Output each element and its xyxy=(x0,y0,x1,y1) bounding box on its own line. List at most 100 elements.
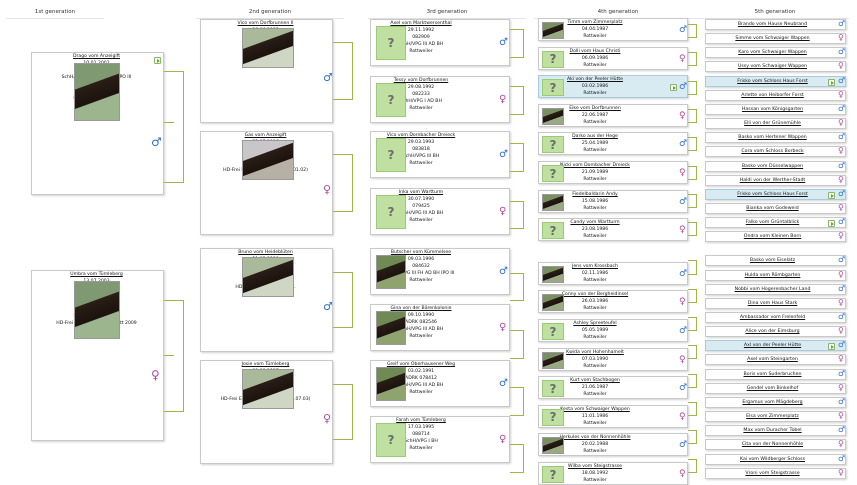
dog-name-link[interactable]: Aki von der Peeler Hütte xyxy=(566,77,624,83)
gen5-card[interactable]: Hulda vom Römbgarten♀ xyxy=(705,269,846,281)
dog-name-link[interactable]: Vico vom Dornbacher Dreieck xyxy=(386,133,456,138)
play-icon[interactable] xyxy=(828,191,835,199)
gen5-card[interactable]: Dina vom Haus Stark♀ xyxy=(705,297,846,309)
gen5-card[interactable]: Cita von der Nonnenhöhle♀ xyxy=(705,439,846,451)
dog-name-link[interactable]: Cora vom Schloss Borbeck xyxy=(741,149,804,155)
dog-name-link[interactable]: Falko vom Grüntalblick xyxy=(745,220,800,226)
dog-name-link[interactable]: Brando vom Hause Neubrand xyxy=(737,22,808,27)
dog-name-link[interactable]: Kai vom Wildberger Schloss xyxy=(739,456,806,462)
gen5-card[interactable]: Axl von der Peeler Hütte♂ xyxy=(705,340,846,352)
gen5-card[interactable]: Alice von der Eimsburg♀ xyxy=(705,326,846,338)
dog-name-link[interactable]: Ergamus vom Mägdeberg xyxy=(742,399,803,405)
gen1-card[interactable]: Umbra vom Tümleberg13.07.2003ADRK 108418… xyxy=(31,270,164,441)
dog-name-link[interactable]: Gas vom Anzeigift xyxy=(244,133,287,138)
dog-name-link[interactable]: Wilba vom Steigstrasse xyxy=(568,464,622,469)
gen5-card[interactable]: Cora vom Schloss Borbeck♀ xyxy=(705,146,846,158)
dog-name-link[interactable]: Jens vom Krossbach xyxy=(572,263,618,269)
dog-name-link[interactable]: Karo vom Schwaiger Wappen xyxy=(738,50,807,56)
dog-name-link[interactable]: Nobbi vom Hogerenbacher Land xyxy=(734,286,811,292)
dog-name-link[interactable]: Timm vom Zimmerplatz xyxy=(567,20,623,25)
gen5-card[interactable]: Kai vom Wildberger Schloss♂ xyxy=(705,453,846,465)
play-icon[interactable] xyxy=(154,57,161,64)
gen5-card[interactable]: Vroni vom Steigstrasse♀ xyxy=(705,467,846,479)
gen5-card[interactable]: Axel vom Steingarten♀ xyxy=(705,354,846,366)
dog-name-link[interactable]: Haldi von der Werther-Stadt xyxy=(739,177,806,183)
dog-name-link[interactable]: Ussy vom Schwaiger Wappen xyxy=(737,64,808,70)
dog-name-link[interactable]: Candy vom Wartturm xyxy=(570,220,620,226)
gen5-card[interactable]: Ambassador vom Frelenfeld♂ xyxy=(705,312,846,323)
dog-name-link[interactable]: Kesta vom Schwaiger Wappen xyxy=(560,406,630,412)
dog-name-link[interactable]: Max vom Duracher Tobel xyxy=(743,428,802,434)
dog-name-link[interactable]: Eike vom Dorfbrunnen xyxy=(569,105,621,111)
dog-name-link[interactable]: Inka vom Wartturm xyxy=(398,190,444,195)
gen5-card[interactable]: Ergamus vom Mägdeberg♂ xyxy=(705,396,846,408)
dog-name-link[interactable]: Kurt vom Stachbogen xyxy=(570,378,620,384)
gen5-card[interactable]: Max vom Duracher Tobel♂ xyxy=(705,425,846,437)
gen2-card[interactable]: Vico vom Dorfbrunnen II26.06.1995090305S… xyxy=(200,19,333,123)
dog-name-link[interactable]: Tessy vom Dorfbrunnen xyxy=(393,78,449,83)
gen5-card[interactable]: Falko vom Grüntalblick♂ xyxy=(705,217,846,229)
dog-name-link[interactable]: Basko vom Düsselwappen xyxy=(741,163,804,169)
gen5-card[interactable]: Boris vom Suderbruchen♂ xyxy=(705,368,846,380)
gen5-card[interactable]: Basko vom Düsselwappen♂ xyxy=(705,160,846,172)
gen2-card[interactable]: Gas vom Anzeigift22.07.1996ADRK 093809Sc… xyxy=(200,131,333,235)
gen5-card[interactable]: Karo vom Schwaiger Wappen♂ xyxy=(705,47,846,59)
gen5-card[interactable]: Basko vom Hertener Wappen♂ xyxy=(705,132,846,144)
play-icon[interactable] xyxy=(828,78,835,86)
gen5-card[interactable]: Hassan vom Königsgarten♂ xyxy=(705,103,846,115)
dog-name-link[interactable]: Dina vom Haus Stark xyxy=(747,300,798,306)
gen5-card[interactable]: Elsa vom Zimmerplatz♀ xyxy=(705,411,846,423)
dog-name-link[interactable]: Farah vom Tümleberg xyxy=(396,418,446,423)
gen5-card[interactable]: Haldi von der Werther-Stadt♀ xyxy=(705,174,846,186)
gen5-card[interactable]: Frisko vom Schloss Haus Forst♂ xyxy=(705,188,846,200)
gen5-card[interactable]: Gendel vom Binkelhof♀ xyxy=(705,382,846,394)
dog-name-link[interactable]: Conny von der Bergheidinsel xyxy=(561,292,629,298)
dog-name-link[interactable]: Axl von der Peeler Hütte xyxy=(743,343,802,349)
gen5-card[interactable]: Simme vom Schwaiger Wappen♀ xyxy=(705,33,846,45)
dog-name-link[interactable]: Vroni vom Steigstrasse xyxy=(745,470,800,476)
dog-name-link[interactable]: Basko vom Eiselatz xyxy=(749,258,796,264)
dog-name-link[interactable]: Herkules von der Nonnenhöhle xyxy=(559,435,631,441)
dog-name-link[interactable]: Axel vom Steingarten xyxy=(747,357,798,363)
dog-name-link[interactable]: Arlette von Heiborfer Forst xyxy=(741,92,804,98)
dog-name-link[interactable]: Elsa vom Zimmerplatz xyxy=(746,414,799,420)
dog-name-link[interactable]: Ashley Spreeteufel xyxy=(573,321,617,326)
gen5-card[interactable]: Elli von der Grünemühle♀ xyxy=(705,118,846,130)
dog-name-link[interactable]: Frisko vom Schloss Haus Forst xyxy=(737,78,808,84)
dog-name-link[interactable]: Josie vom Tümleberg xyxy=(241,362,290,367)
dog-name-link[interactable]: Gina von der Bärenkolonie xyxy=(390,306,452,311)
dog-name-link[interactable]: Fiedelbaldarin Andy xyxy=(572,191,618,197)
gen1-card[interactable]: Drago vom Anzeigift10.01.2002106171SchH/… xyxy=(31,52,164,195)
dog-name-link[interactable]: Nicki vom Dornbacher Dreieck xyxy=(560,163,630,168)
dog-name-link[interactable]: Dolli vom Haus Christi xyxy=(569,48,621,54)
dog-name-link[interactable]: Bruno vom Heideblüten xyxy=(238,250,293,255)
gen5-card[interactable]: Nobbi vom Hogerenbacher Land♂ xyxy=(705,283,846,295)
dog-name-link[interactable]: Vico vom Dorfbrunnen II xyxy=(237,21,294,26)
gen5-card[interactable]: Frisko vom Schloss Haus Forst♂ xyxy=(705,75,846,87)
play-icon[interactable] xyxy=(828,343,835,351)
play-icon[interactable] xyxy=(670,84,677,92)
dog-name-link[interactable]: Basko vom Hertener Wappen xyxy=(738,135,807,141)
gen5-card[interactable]: Ondra vom Kleinen Born♀ xyxy=(705,231,846,243)
dog-name-link[interactable]: Hassan vom Königsgarten xyxy=(741,106,804,112)
dog-name-link[interactable]: Butscher vom Kümmelsee xyxy=(390,250,452,255)
dog-name-link[interactable]: Gendel vom Binkelhof xyxy=(746,385,799,391)
